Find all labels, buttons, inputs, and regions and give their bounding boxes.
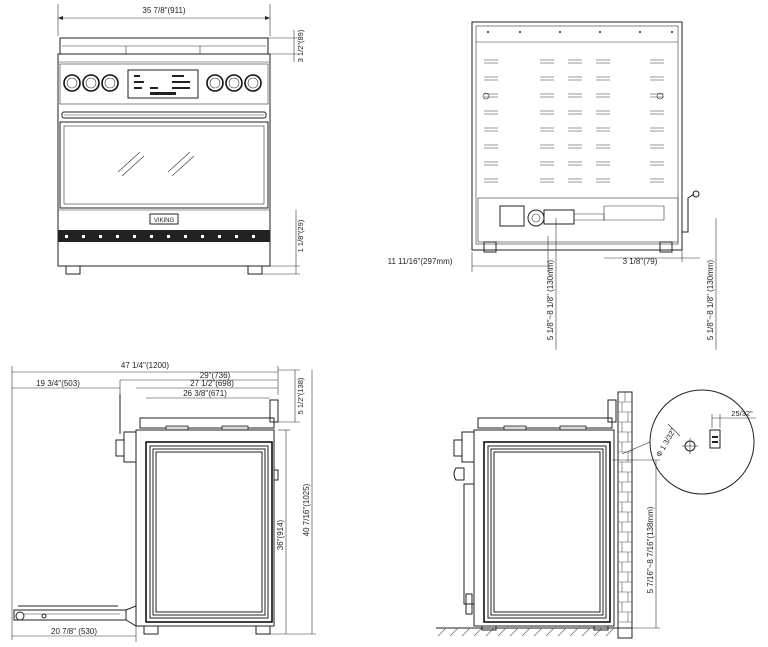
dim-side-overall-height: 40 7/16"(1025) — [302, 483, 311, 536]
dim-front-backguard: 3 1/2"(89) — [296, 29, 305, 62]
dim-side-cooktop: 26 3/8"(671) — [183, 389, 227, 398]
install-wall — [617, 391, 633, 639]
dim-side-backguard: 5 1/2"(138) — [296, 377, 305, 414]
dim-side-door-open: 20 7/8" (530) — [51, 627, 97, 636]
dim-side-body: 27 1/2"(698) — [190, 379, 234, 388]
front-oven-handle — [61, 111, 267, 119]
rear-power-cord — [682, 193, 695, 233]
dim-install-hole: Φ 1 3/32" — [654, 427, 678, 459]
front-oven-window — [63, 125, 265, 205]
front-nameplate: VIKING — [154, 218, 175, 224]
dim-front-width: 35 7/8"(911) — [142, 6, 186, 15]
dim-side-overall: 29"(736) — [200, 371, 231, 380]
rear-view: 11 11/16"(297mm) 3 1/8"(79) 5 1/8"~8 1/8… — [388, 21, 717, 350]
side-open-door — [13, 609, 127, 621]
front-view: 35 7/8"(911) 3 1/2"(89) — [57, 4, 305, 275]
dim-install-bracket: 25/32" — [731, 409, 753, 418]
front-knobs-right — [206, 74, 262, 92]
dim-install-outlet: 5 7/16"~8 7/16"(138mm) — [646, 506, 655, 593]
dim-front-leg: 1 1/8"(29) — [296, 219, 305, 252]
front-knobs-left — [63, 74, 119, 92]
rear-gas-regulator — [527, 209, 545, 227]
dim-side-cooktop-height: 36"(914) — [276, 519, 285, 550]
dim-rear-gas-right: 5 1/8"~8 1/8" (130mm) — [706, 260, 715, 341]
side-view: 47 1/4"(1200) 29"(736) 19 3/4"(503) 27 1… — [11, 361, 316, 642]
rear-vent-slots — [484, 59, 664, 180]
install-view: 5 7/16"~8 7/16"(138mm) Φ 1 3/32" 25/32" — [436, 389, 756, 639]
front-display-panel — [127, 69, 199, 99]
wall-hatch — [618, 392, 632, 623]
dim-side-door-projection: 19 3/4"(503) — [36, 379, 80, 388]
dim-rear-left-offset: 11 11/16"(297mm) — [388, 257, 453, 266]
dim-rear-gas-left: 5 1/8"~8 1/8" (130mm) — [546, 260, 555, 341]
dim-side-total-depth: 47 1/4"(1200) — [121, 361, 170, 370]
dim-rear-right-offset: 3 1/8"(79) — [623, 257, 658, 266]
